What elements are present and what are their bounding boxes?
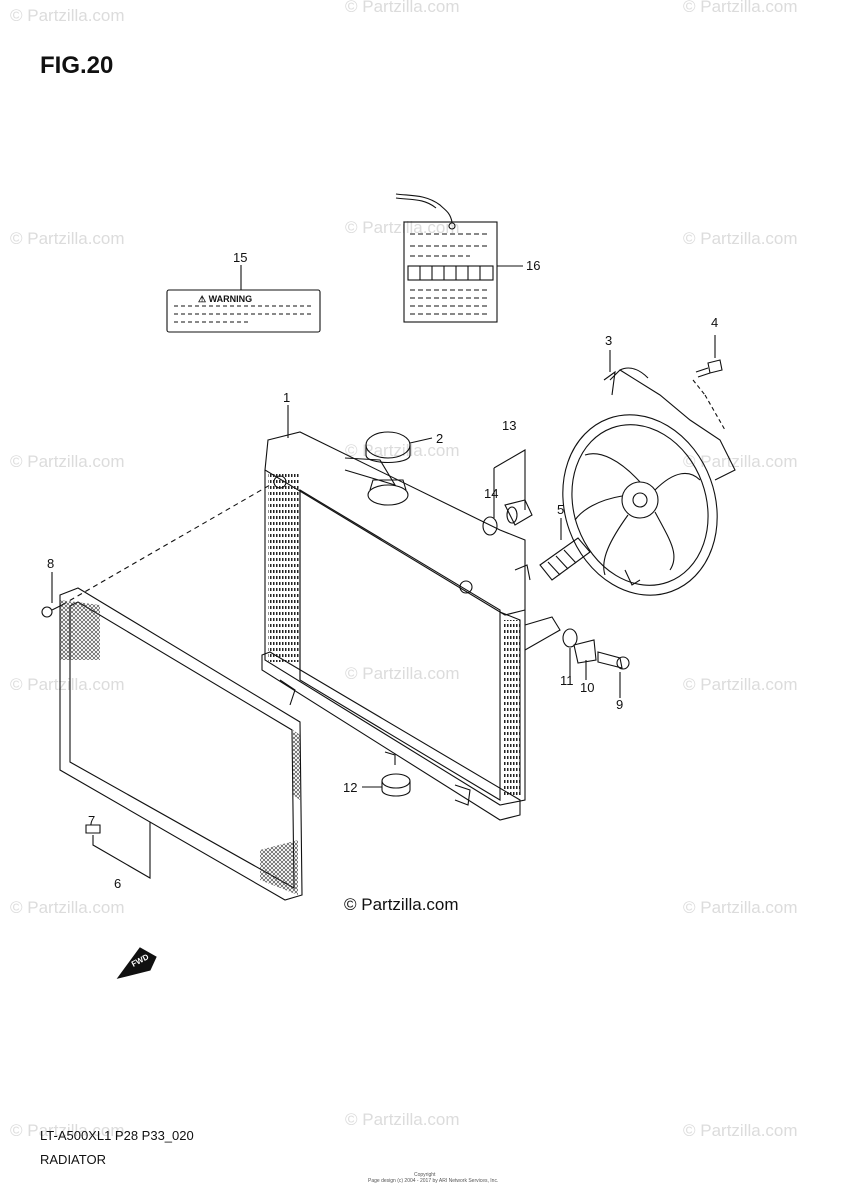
radiator-screen-part	[59, 587, 303, 901]
grommet-collar-bolt-parts	[562, 628, 630, 670]
callout-10: 10	[580, 680, 595, 695]
callout-2: 2	[436, 431, 444, 446]
watermark: © Partzilla.com	[10, 675, 125, 694]
watermark: © Partzilla.com	[683, 452, 798, 471]
warning-label-text: ⚠ WARNING	[198, 294, 253, 304]
callout-6: 6	[114, 876, 122, 891]
bolt-part	[695, 359, 723, 378]
callout-11: 11	[560, 673, 574, 688]
watermark: © Partzilla.com	[345, 0, 460, 16]
watermark: © Partzilla.com	[345, 664, 460, 683]
info-label-part	[395, 193, 498, 323]
watermark: © Partzilla.com	[10, 898, 125, 917]
figure-title: FIG.20	[40, 52, 114, 79]
callout-13: 13	[502, 418, 517, 433]
fine-print-2: Page design (c) 2004 - 2017 by ARI Netwo…	[368, 1178, 499, 1184]
watermark: © Partzilla.com	[683, 898, 798, 917]
fine-print-1: Copyright	[414, 1172, 436, 1178]
watermark: © Partzilla.com	[10, 229, 125, 248]
grommet-part	[381, 773, 411, 797]
watermark: © Partzilla.com	[345, 218, 460, 237]
radiator-core	[261, 431, 561, 821]
watermark: © Partzilla.com	[10, 1121, 125, 1140]
callout-4: 4	[711, 315, 719, 330]
warning-label-part	[166, 289, 321, 333]
connector-part	[539, 537, 591, 581]
watermark: © Partzilla.com	[683, 0, 798, 16]
callout-12: 12	[343, 780, 358, 795]
clip-part	[85, 824, 101, 834]
callout-8: 8	[47, 556, 55, 571]
model-code: LT-A500XL1 P28 P33_020	[40, 1128, 194, 1143]
watermark: © Partzilla.com	[10, 6, 125, 25]
watermark: © Partzilla.com	[683, 675, 798, 694]
callout-15: 15	[233, 250, 248, 265]
diagram-copyright: © Partzilla.com	[344, 895, 459, 914]
section-name: RADIATOR	[40, 1152, 106, 1167]
callout-1: 1	[283, 390, 291, 405]
callout-3: 3	[605, 333, 613, 348]
callout-16: 16	[526, 258, 541, 273]
watermark: © Partzilla.com	[345, 1110, 460, 1129]
callout-7: 7	[88, 813, 96, 828]
radiator-cap-part	[365, 431, 411, 506]
watermark: © Partzilla.com	[683, 229, 798, 248]
callout-14: 14	[484, 486, 499, 501]
cooling-fan-part	[562, 367, 736, 596]
callout-5: 5	[557, 502, 565, 517]
thermo-switch-part	[482, 499, 533, 536]
callout-9: 9	[616, 697, 624, 712]
screw-part	[41, 604, 63, 618]
fwd-arrow-icon	[116, 947, 157, 979]
watermark: © Partzilla.com	[683, 1121, 798, 1140]
watermark: © Partzilla.com	[10, 452, 125, 471]
